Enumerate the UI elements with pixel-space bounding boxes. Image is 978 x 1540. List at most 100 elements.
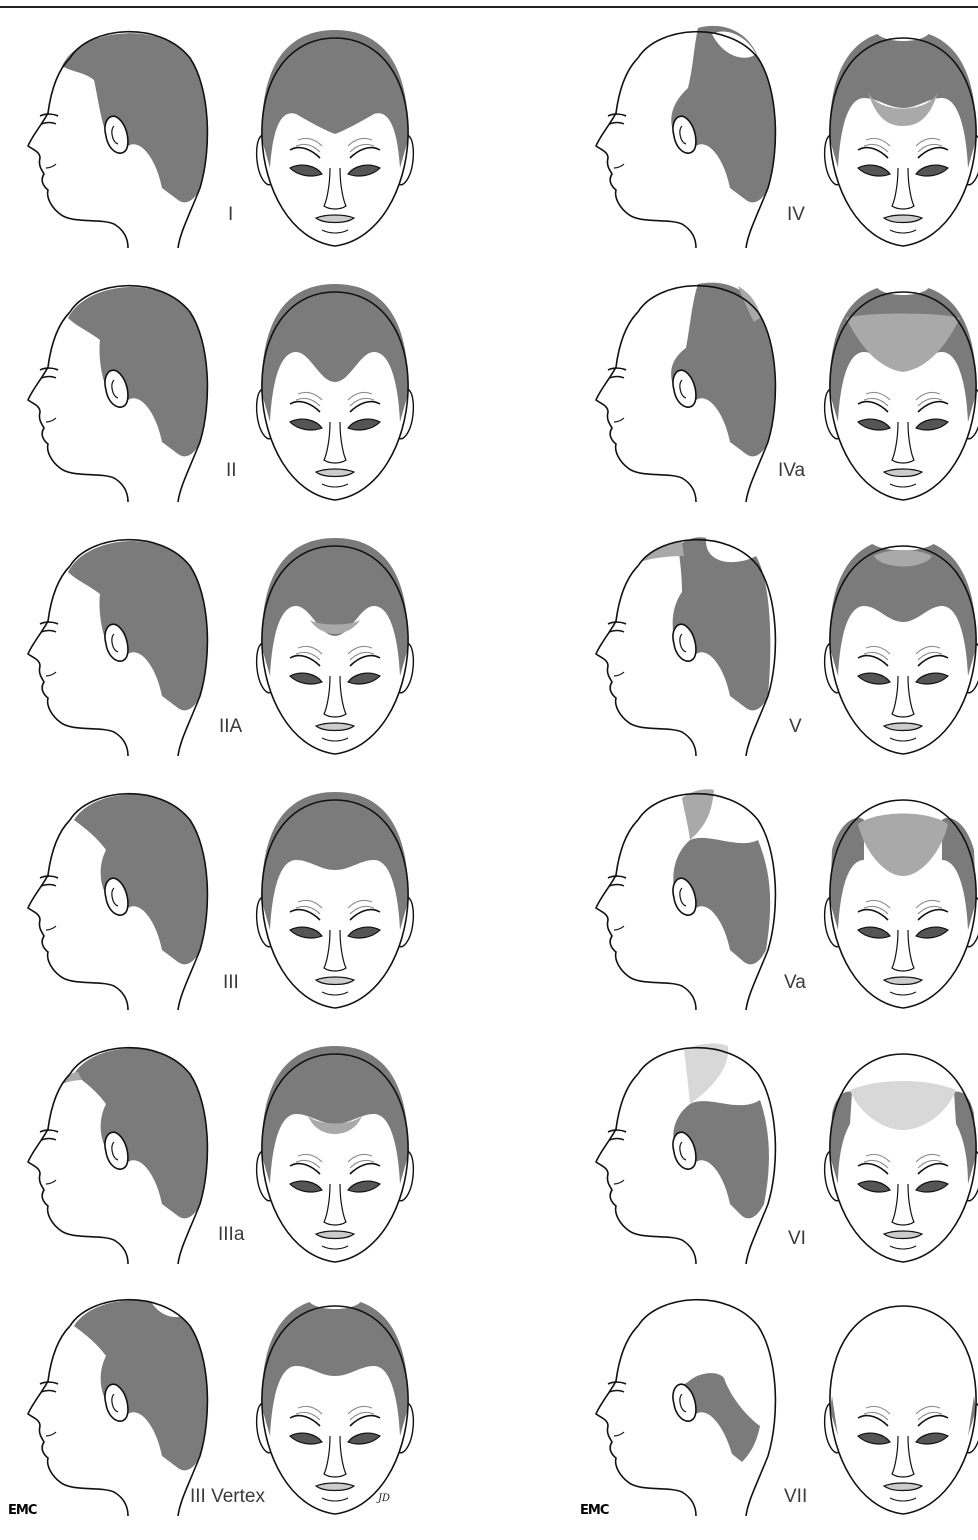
stage-VI: VI <box>572 1034 978 1288</box>
stage-I: I <box>0 18 489 272</box>
stage-label: I <box>228 204 233 226</box>
hair-region <box>684 1043 728 1104</box>
mouth <box>316 723 354 731</box>
eye <box>610 123 624 125</box>
mouth <box>614 926 624 930</box>
brow <box>608 1130 626 1132</box>
side-profile <box>578 526 788 756</box>
front-view <box>250 1034 420 1264</box>
front-view <box>250 272 420 502</box>
mouth <box>884 469 922 477</box>
side-profile <box>10 18 220 248</box>
face-profile <box>596 312 696 502</box>
front-view <box>818 1034 978 1264</box>
brow <box>608 876 626 878</box>
front-view <box>250 1286 420 1516</box>
stage-label: III Vertex <box>190 1486 265 1508</box>
stage-III: III <box>0 780 489 1034</box>
eye <box>42 377 56 379</box>
mouth <box>884 1231 922 1239</box>
mouth <box>46 1180 56 1184</box>
hair-region <box>74 794 207 964</box>
stage-label: III <box>223 972 239 994</box>
front-view <box>250 780 420 1010</box>
mouth <box>614 1180 624 1184</box>
side-profile <box>578 272 788 502</box>
stage-label: IIA <box>219 716 242 738</box>
eye <box>42 1139 56 1141</box>
stage-label: II <box>226 460 237 482</box>
hair-region <box>68 287 207 456</box>
brow <box>608 1382 626 1384</box>
hair-region <box>682 789 714 840</box>
mouth <box>46 926 56 930</box>
front-view <box>818 1286 978 1516</box>
hair-region <box>74 1300 207 1470</box>
stage-VII: VII <box>572 1286 978 1540</box>
eye <box>610 885 624 887</box>
face-profile <box>596 1326 696 1516</box>
brow <box>40 1130 58 1132</box>
stage-IIIa: IIIa <box>0 1034 489 1288</box>
mouth <box>614 1432 624 1436</box>
brow <box>608 368 626 370</box>
stage-III-vertex: III Vertex <box>0 1286 489 1540</box>
stage-label: VI <box>788 1228 806 1250</box>
stage-label: IV <box>787 204 805 226</box>
stage-IIA: IIA <box>0 526 489 780</box>
front-view <box>250 18 420 248</box>
stage-label: Va <box>784 972 806 994</box>
mouth <box>614 418 624 422</box>
stage-label: VII <box>784 1486 807 1508</box>
side-profile <box>578 1286 788 1516</box>
front-view <box>818 18 978 248</box>
mouth <box>884 215 922 223</box>
side-profile <box>10 1034 220 1264</box>
stage-label: V <box>789 716 802 738</box>
mouth <box>884 1483 922 1491</box>
mouth <box>614 164 624 168</box>
stage-V: V <box>572 526 978 780</box>
mouth <box>316 1483 354 1491</box>
stage-IVa: IVa <box>572 272 978 526</box>
eye <box>42 1391 56 1393</box>
stage-label: IVa <box>778 460 805 482</box>
hair-region <box>68 541 207 710</box>
artist-signature: JD <box>378 1493 390 1504</box>
credit-right: EMC <box>580 1503 608 1518</box>
eye <box>610 631 624 633</box>
side-profile <box>578 18 788 248</box>
front-view <box>250 526 420 756</box>
front-view <box>818 526 978 756</box>
mouth <box>614 672 624 676</box>
mouth <box>884 977 922 985</box>
side-profile <box>10 1286 220 1516</box>
mouth <box>46 1432 56 1436</box>
front-view <box>818 780 978 1010</box>
eye <box>42 631 56 633</box>
brow <box>40 622 58 624</box>
brow <box>608 622 626 624</box>
side-profile <box>10 272 220 502</box>
mouth <box>884 723 922 731</box>
stage-IV: IV <box>572 18 978 272</box>
hair-region <box>640 542 684 562</box>
stage-label: IIIa <box>218 1224 244 1246</box>
mouth <box>316 215 354 223</box>
eye <box>610 377 624 379</box>
stage-Va: Va <box>572 780 978 1034</box>
eye <box>42 123 56 125</box>
front-view <box>818 272 978 502</box>
side-profile <box>578 780 788 1010</box>
hair-region <box>671 26 775 202</box>
mouth <box>46 672 56 676</box>
side-profile <box>10 526 220 756</box>
brow <box>40 1382 58 1384</box>
eye <box>610 1139 624 1141</box>
eye <box>42 885 56 887</box>
brow <box>40 114 58 116</box>
hair-region <box>671 283 775 457</box>
mouth <box>316 1231 354 1239</box>
face-profile <box>596 1074 696 1264</box>
side-profile <box>10 780 220 1010</box>
